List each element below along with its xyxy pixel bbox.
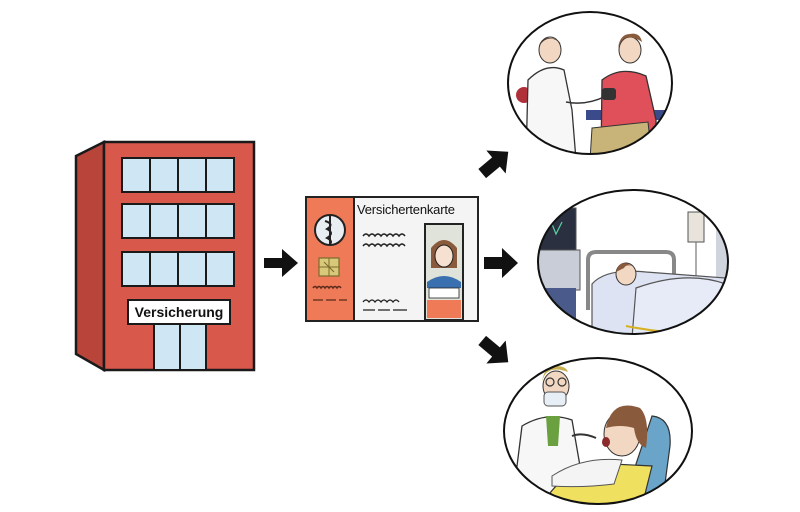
card-title: Versichertenkarte — [357, 202, 455, 217]
building-sign: Versicherung — [130, 302, 228, 322]
arrow-card-to-doctor — [476, 142, 516, 182]
arrow-card-to-hospital — [484, 247, 520, 279]
chip-icon — [318, 257, 340, 277]
scene-hospital-stay — [536, 188, 730, 336]
insurance-building: Versicherung — [74, 138, 260, 374]
arrow-building-to-card — [264, 248, 300, 278]
scene-doctor-visit — [506, 10, 674, 156]
scene-dentist-visit — [502, 356, 694, 506]
card-photo — [424, 223, 464, 321]
insurance-card: Versichertenkarte — [305, 196, 479, 322]
aesculapian-staff-icon — [314, 214, 346, 246]
building-sign-label: Versicherung — [134, 304, 224, 320]
arrow-card-to-dentist — [476, 332, 516, 372]
